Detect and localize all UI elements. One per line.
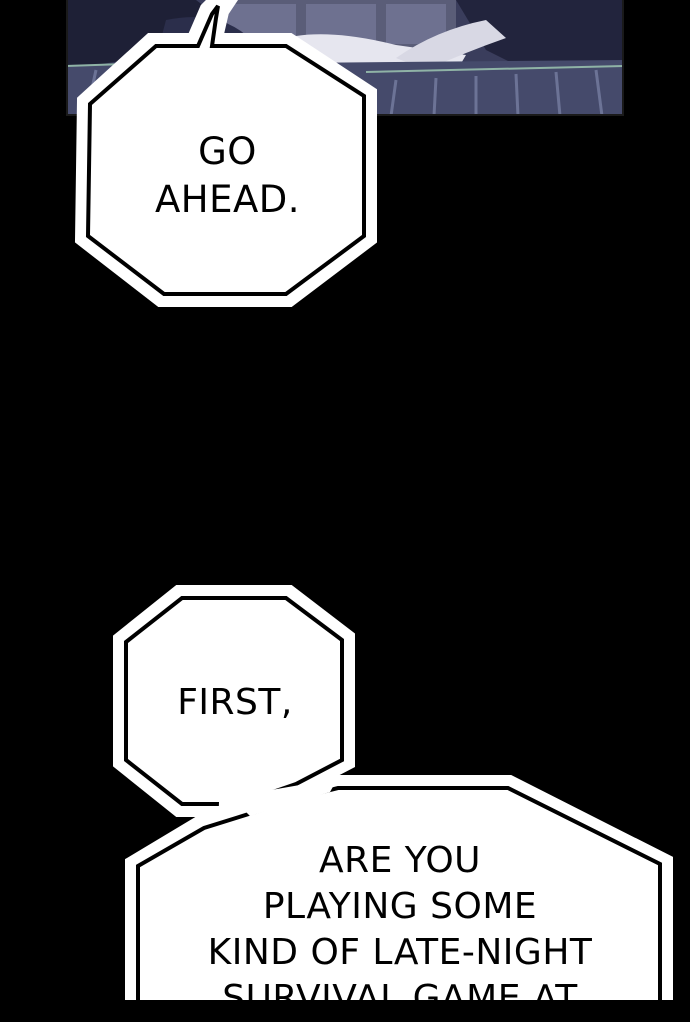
speech-line: SURVIVAL GAME AT (222, 978, 578, 1019)
speech-line: AHEAD. (154, 178, 301, 221)
speech-line: PLAYING SOME (262, 886, 538, 927)
speech-text-are-you-playing: ARE YOU PLAYING SOME KIND OF LATE-NIGHT … (150, 838, 650, 1022)
speech-bubble-go-ahead (74, 0, 377, 307)
speech-line: FIRST, (177, 682, 293, 723)
speech-line: ARE YOU (318, 840, 482, 881)
speech-bubble-are-you-playing (125, 774, 673, 1000)
speech-line: KIND OF LATE-NIGHT (207, 932, 593, 973)
speech-line: GO (198, 130, 257, 173)
speech-bubbles-layer (74, 0, 673, 1000)
speech-text-first: FIRST, (150, 680, 320, 726)
speech-text-go-ahead: GO AHEAD. (120, 128, 335, 224)
speech-bubble-first (113, 585, 355, 817)
